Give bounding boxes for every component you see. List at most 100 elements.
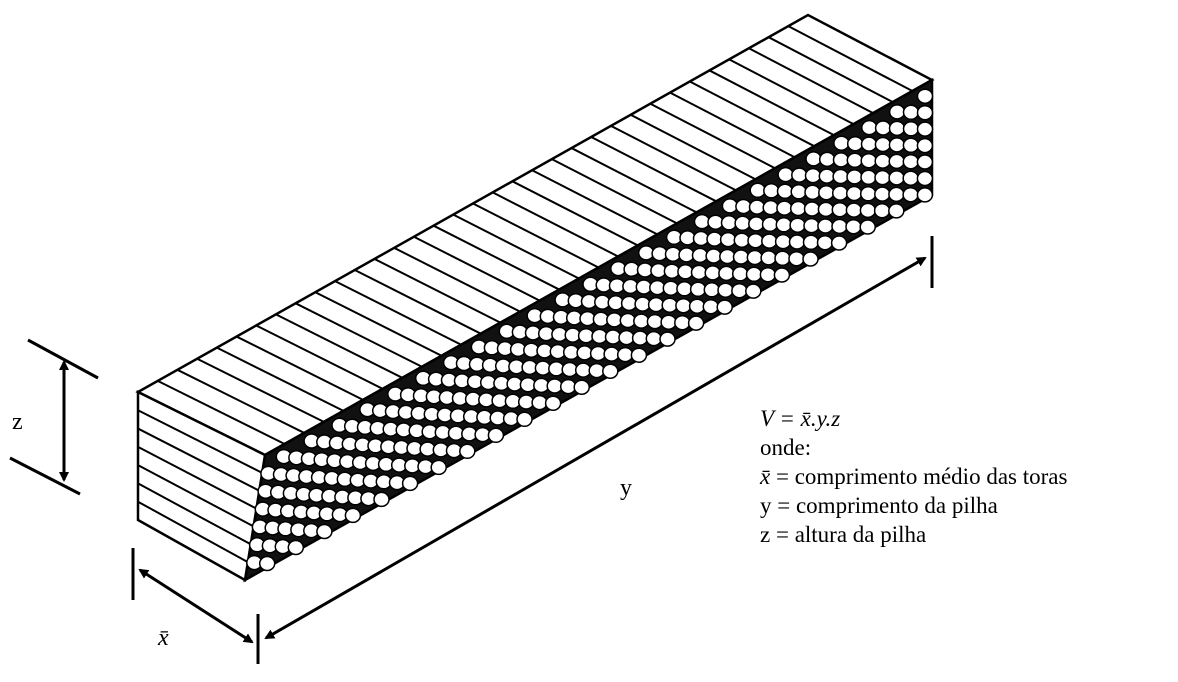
log-end (516, 411, 533, 428)
log-end (646, 313, 664, 330)
log-end (692, 230, 710, 247)
legend-symbol-x: x̄ (760, 464, 771, 489)
log-end (459, 443, 476, 460)
top-log-line (768, 36, 894, 103)
log-end (689, 281, 707, 298)
log-end (258, 555, 276, 572)
log-end (916, 137, 934, 154)
log-end (761, 216, 779, 233)
top-log-line (709, 69, 835, 137)
log-end (888, 153, 905, 170)
log-end (845, 218, 862, 235)
log-end (720, 215, 738, 231)
log-end (678, 247, 695, 263)
log-end (487, 427, 505, 444)
log-end (803, 217, 820, 234)
top-log-line (531, 169, 658, 236)
log-end (845, 202, 863, 218)
log-end (649, 279, 666, 296)
log-end (874, 120, 892, 136)
log-end (603, 346, 620, 362)
log-end (745, 266, 763, 283)
top-log-line (669, 91, 796, 159)
log-end (833, 135, 850, 151)
log-end (861, 119, 878, 136)
log-end (818, 184, 835, 201)
log-end (832, 152, 850, 168)
log-end (888, 137, 906, 153)
log-end (688, 298, 706, 314)
top-log-line (728, 58, 854, 126)
log-end (647, 296, 665, 313)
log-end (916, 187, 934, 203)
log-end (604, 329, 622, 345)
log-end (634, 296, 651, 312)
log-end (430, 459, 447, 476)
log-end (606, 312, 623, 328)
left-log-line (137, 445, 257, 510)
log-end (916, 170, 934, 187)
log-end (401, 475, 419, 492)
log-end (591, 328, 608, 345)
log-end (316, 523, 333, 540)
top-log-line (787, 25, 913, 92)
log-end (802, 251, 819, 267)
log-end (774, 250, 791, 267)
log-end (761, 233, 778, 249)
log-end (745, 283, 762, 299)
log-end (845, 185, 863, 202)
log-end (789, 200, 807, 217)
log-end (373, 491, 390, 508)
log-end (760, 250, 777, 266)
legend-text-y: = comprimento da pilha (777, 493, 998, 518)
log-end (748, 199, 766, 215)
log-end (618, 329, 635, 346)
log-end (735, 198, 752, 215)
volume-formula: V = x̄.y.z (760, 406, 841, 431)
log-end (691, 247, 709, 264)
top-log-line (630, 113, 756, 181)
top-log-line (748, 47, 874, 114)
x-arrow (138, 568, 254, 644)
y-arrow (264, 256, 927, 640)
log-end (731, 282, 748, 299)
log-end (721, 198, 739, 214)
log-end (616, 346, 634, 363)
log-end (650, 262, 667, 279)
log-end (748, 216, 765, 232)
log-end (831, 201, 849, 218)
log-end (635, 279, 653, 295)
log-end (832, 168, 849, 185)
log-end (916, 154, 934, 170)
top-log-line (590, 136, 717, 203)
log-end (804, 167, 822, 184)
log-end (817, 201, 835, 218)
log-end (716, 299, 733, 315)
formula-legend: V = x̄.y.z onde: x̄ = comprimento médio … (760, 404, 1067, 549)
top-log-line (610, 124, 737, 192)
legend-item-z: z = altura da pilha (760, 520, 1067, 549)
log-end (718, 265, 735, 282)
log-end (805, 151, 822, 167)
log-end (749, 182, 766, 199)
dimension-x (131, 548, 260, 664)
top-log-line (649, 102, 776, 170)
log-end (705, 248, 722, 264)
top-log-line (551, 158, 678, 225)
log-end (902, 186, 919, 203)
log-end (659, 331, 676, 347)
log-end (902, 121, 920, 137)
log-end (888, 203, 905, 219)
log-end (874, 136, 892, 153)
legend-symbol-y: y (760, 493, 772, 518)
log-end (589, 345, 607, 362)
log-end (888, 170, 905, 186)
log-end (859, 219, 876, 235)
log-end (804, 184, 821, 201)
log-end (574, 362, 592, 378)
dimension-z (9, 338, 99, 496)
log-end (662, 280, 680, 296)
log-end (561, 361, 578, 378)
log-end (690, 264, 708, 281)
log-end (916, 121, 934, 137)
